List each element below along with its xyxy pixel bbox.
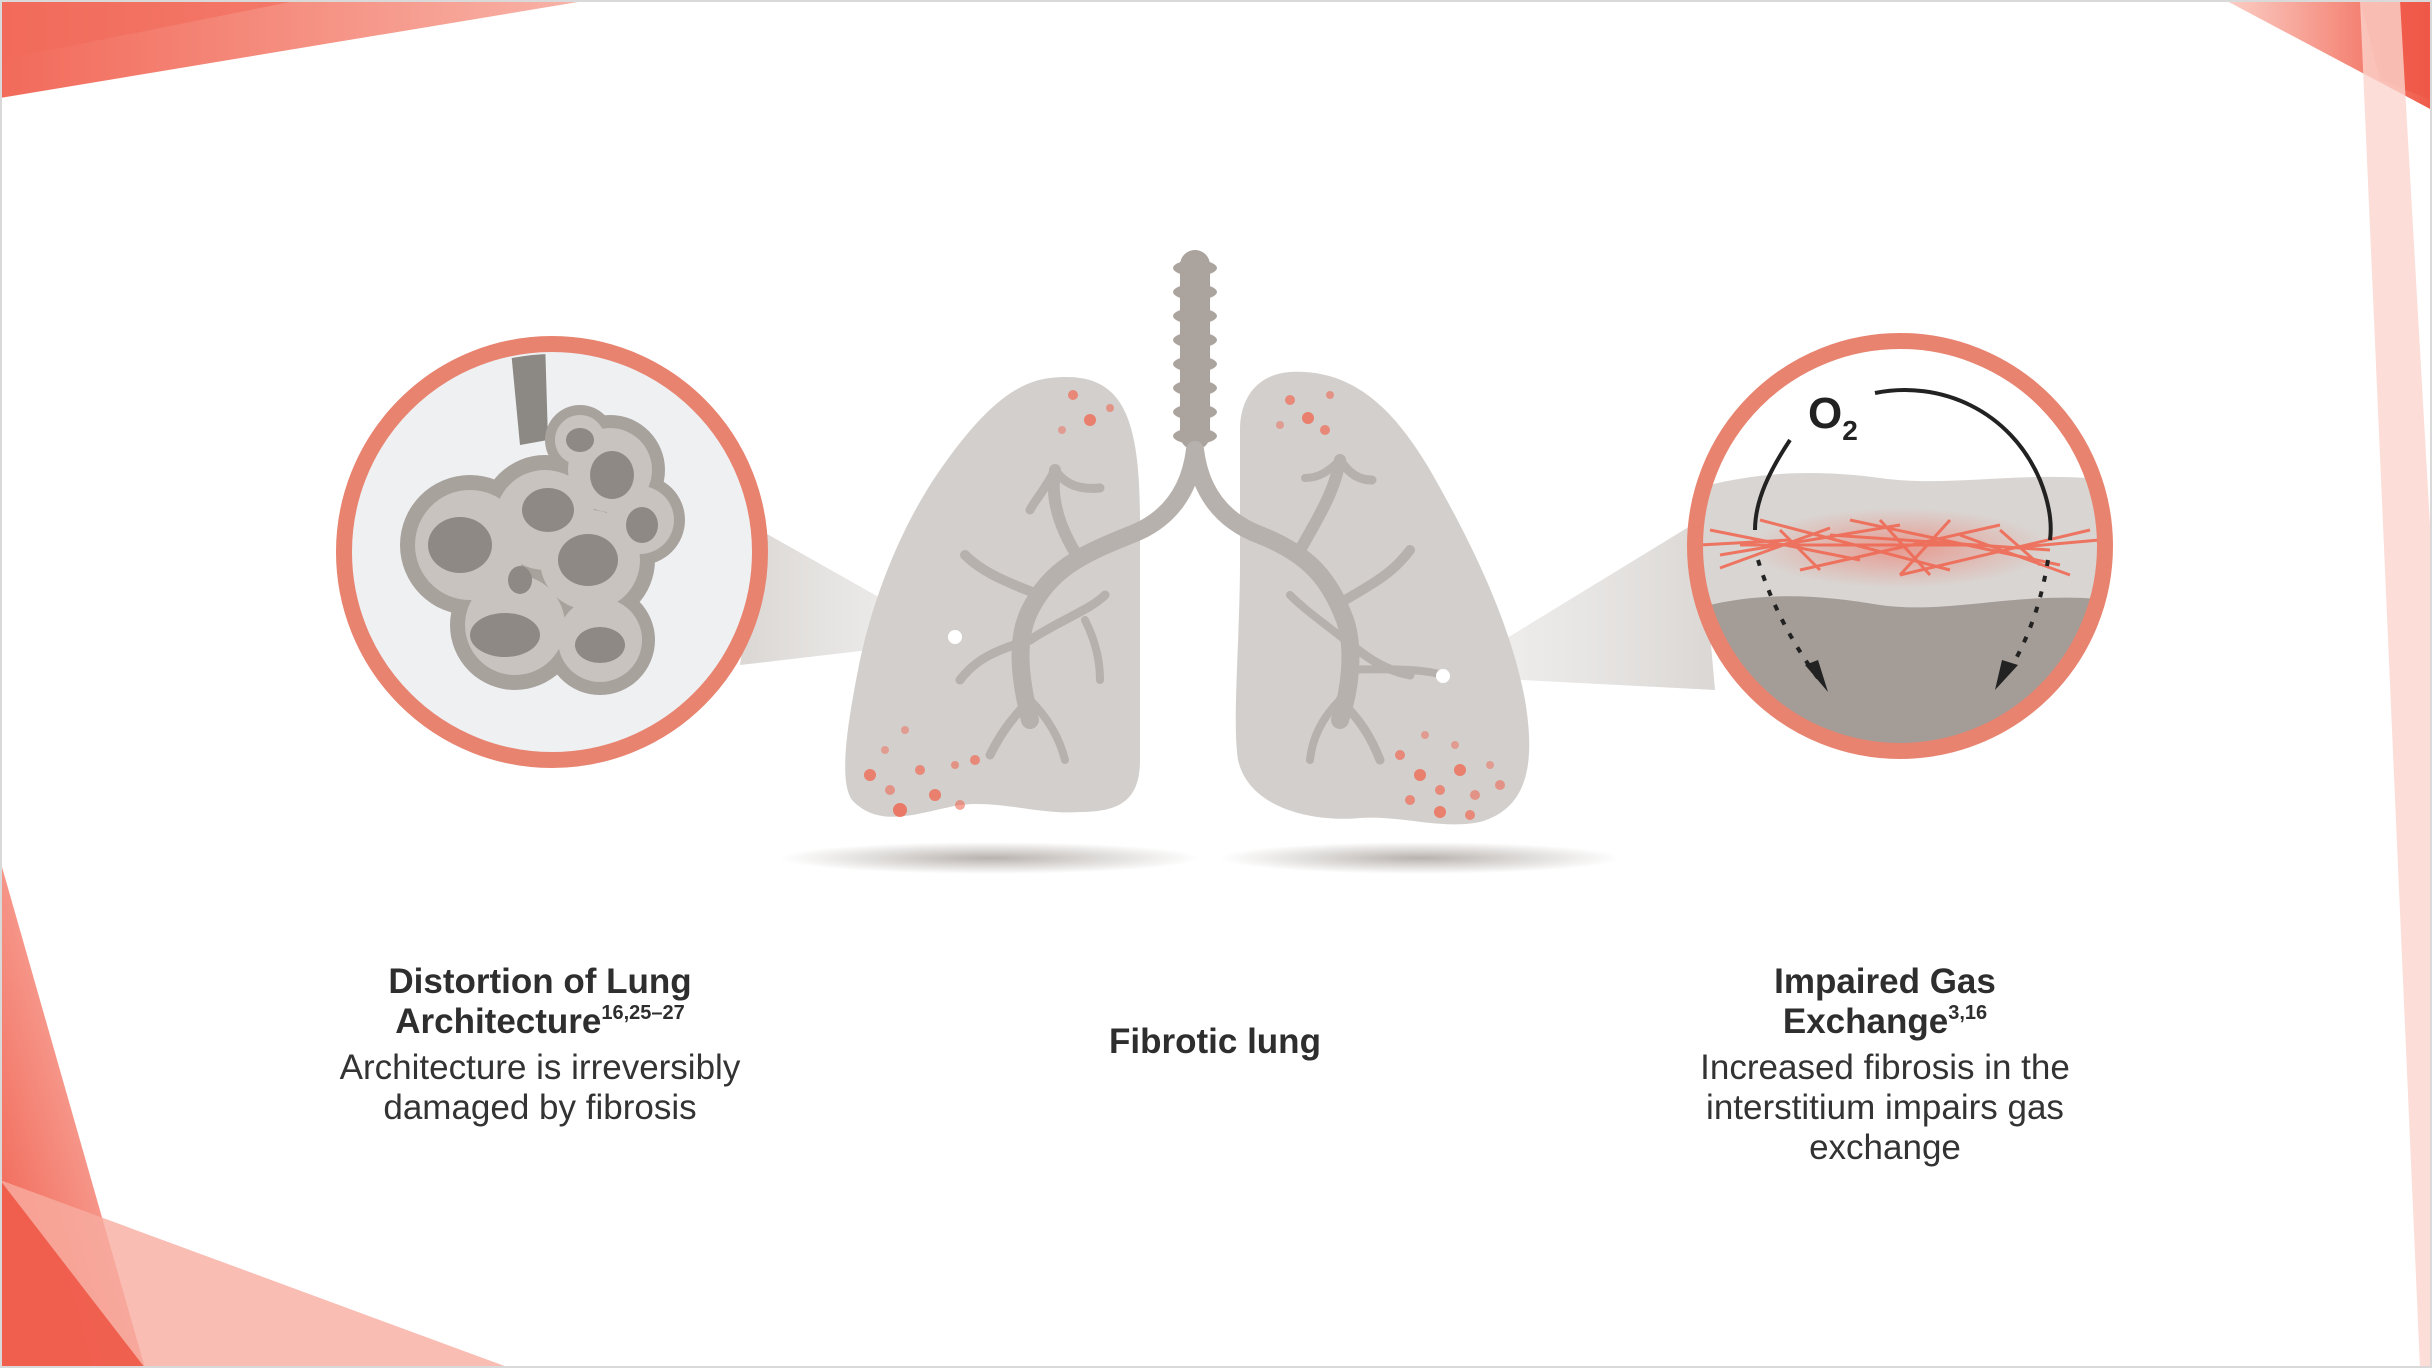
right-caption-refs: 3,16 xyxy=(1948,1002,1988,1024)
right-caption-body: Increased fibrosis in the interstitium i… xyxy=(1700,1048,2070,1167)
left-caption: Distortion of Lung Architecture16,25–27 … xyxy=(300,962,780,1128)
corner-decoration-bottom-left xyxy=(0,860,510,1368)
left-lung xyxy=(845,377,1140,817)
fibrosis-speckles xyxy=(864,390,1505,820)
trachea-icon xyxy=(1173,250,1217,450)
left-caption-body: Architecture is irreversibly damaged by … xyxy=(339,1048,741,1127)
marker-dot-right xyxy=(1436,669,1450,683)
zoom-beam-right xyxy=(1445,520,1715,690)
corner-decoration-top-left xyxy=(0,0,590,98)
center-caption-title: Fibrotic lung xyxy=(1109,1022,1321,1061)
marker-dot-left xyxy=(948,630,962,644)
bronchial-tree xyxy=(955,441,1449,765)
right-caption-title: Impaired Gas Exchange3,16 xyxy=(1774,962,1996,1041)
lung-icon xyxy=(845,250,1530,825)
o2-label: O2 xyxy=(1808,389,1858,446)
arrowhead-left xyxy=(1805,660,1828,692)
corner-decoration-top-right xyxy=(2225,0,2432,1368)
center-caption: Fibrotic lung xyxy=(1015,1022,1415,1062)
alveoli-cluster-icon xyxy=(336,336,768,768)
right-caption: Impaired Gas Exchange3,16 Increased fibr… xyxy=(1650,962,2120,1168)
right-lung xyxy=(1235,371,1530,825)
gas-exchange-icon: O2 xyxy=(1687,333,2113,759)
arrowhead-right xyxy=(1995,660,2018,690)
left-caption-refs: 16,25–27 xyxy=(601,1002,685,1024)
left-caption-title: Distortion of Lung Architecture16,25–27 xyxy=(388,962,692,1041)
